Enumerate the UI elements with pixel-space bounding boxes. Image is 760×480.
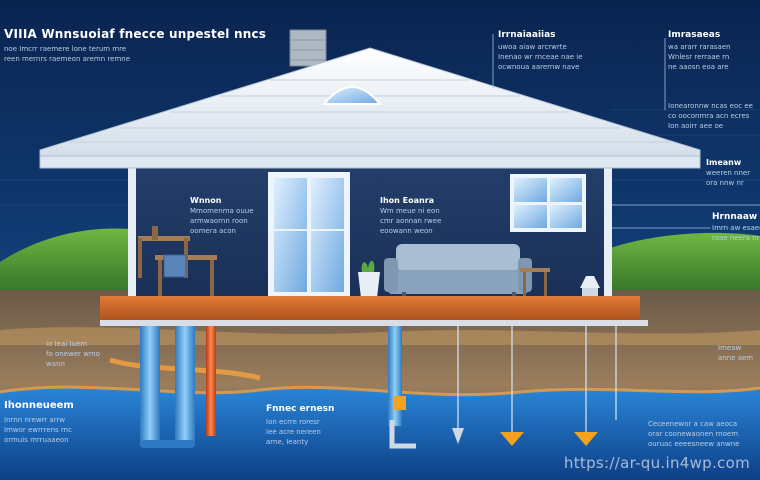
foundation-edge (100, 320, 648, 326)
page-title: VIIIA Wnnsuoiaf fnecce unpestel nncs (4, 27, 267, 41)
callout-line: Ionearonnw ncas eoc ee (668, 102, 753, 110)
callout-heading: Imrasaeas (668, 30, 721, 40)
water-table-line (0, 385, 760, 397)
callout-room-left: Wnnon Mmomenma ouue armwaornn roon oomer… (190, 196, 254, 235)
callout-right-small: Imeanw weeren nner ora nnw nr (706, 158, 750, 187)
callout-top-right: Imrasaeas wa ararr rarasaen Wnlesr rerra… (668, 30, 731, 71)
callout-mid-right: Ionearonnw ncas eoc ee co ooconmra acn e… (668, 102, 753, 130)
callout-line: cmr aonnan rwee (380, 217, 442, 226)
callout-line: Imeaw (718, 344, 742, 352)
callout-heading: Ihonneueem (4, 400, 74, 411)
probe-tip-1 (452, 428, 464, 444)
callout-ground-left: Io Ieai Iuem fo onewer wmo wann (46, 340, 100, 368)
plant-pot (358, 260, 380, 298)
roof-siding (70, 79, 670, 143)
roof-fascia (39, 155, 701, 169)
callout-line: Ion aoirr aee oe (668, 122, 724, 131)
callout-line: Inenao wr rnceae nae ie (498, 53, 583, 62)
side-table (520, 268, 550, 298)
callout-line: Io Ieai Iuem (46, 340, 88, 348)
attic-window (321, 86, 383, 105)
door-glass-left (274, 178, 307, 292)
callout-line: arne, Ieanty (266, 438, 309, 447)
callout-leaders (492, 34, 760, 229)
callout-heading: Irrnaiaaiias (498, 30, 556, 40)
callout-heading: Hrnnaaw (712, 212, 758, 222)
callout-line: ouruac eeeesneew anwne (648, 440, 740, 449)
left-wall-post (128, 150, 136, 300)
callout-top-center: Irrnaiaaiias uwoa aiaw arcrwrte Inenao w… (498, 30, 583, 71)
probe-lines (457, 326, 617, 432)
callout-heading: Fnnec ernesn (266, 404, 335, 414)
probe-tip-2 (500, 432, 524, 446)
callout-bottom-left: Ihonneueem Inrnn nrewrr arrw Imwor ewrrr… (4, 400, 74, 444)
callout-line: orar coonewaonen rnoem (648, 430, 739, 439)
floor-slab (100, 296, 640, 322)
chimney-bricks (290, 39, 326, 61)
probe-tip-3 (574, 432, 598, 446)
callout-line: Iee acre nereen (266, 428, 321, 437)
sofa (384, 244, 532, 300)
callout-heading: Wnnon (190, 196, 222, 205)
right-wall-post (604, 150, 612, 300)
callout-line: Wnlesr rerraae rn (668, 53, 730, 62)
callout-line: Wm meue ni eon (380, 207, 440, 216)
callout-bottom-center: Fnnec ernesn Ion ecrre roresr Iee acre n… (266, 404, 334, 446)
callout-line: Mmomenma ouue (190, 207, 254, 216)
callout-line: fo onewer wmo (46, 350, 100, 359)
callout-line: uwoa aiaw arcrwrte (498, 43, 567, 52)
callout-line: weeren nner (706, 169, 751, 178)
chimney (289, 29, 327, 67)
callout-line: wa ararr rarasaen (668, 43, 731, 52)
callout-line: anne aem (718, 354, 754, 363)
callout-room-center: Ihon Eoanra Wm meue ni eon cmr aonnan rw… (380, 196, 441, 235)
title-sub-line: reen mernrs raemeon aremn remne (4, 55, 131, 64)
callout-right-h: Hrnnaaw Imrn aw esaee roae neera nrs (712, 212, 760, 242)
callout-line: Ceceenewor a caw aeoca (648, 420, 738, 428)
door-glass-right (311, 178, 344, 292)
wall-lamp (580, 276, 600, 298)
callout-line: eoowann weon (380, 227, 433, 236)
callout-line: wann (46, 360, 65, 369)
callout-line: roae neera nrs (712, 234, 760, 243)
callout-line: ormuis mrruaaeon (4, 435, 69, 444)
callout-heading: Ihon Eoanra (380, 196, 435, 205)
right-hill (610, 232, 760, 300)
callout-line: Imwor ewrrrens rnc (4, 425, 72, 434)
callout-line: co ooconmra acn ecres (668, 112, 750, 121)
callout-line: ocwnoua aarernw nave (498, 63, 580, 72)
callout-line: oomera acon (190, 227, 236, 236)
callout-line: Inrnn nrewrr arrw (4, 415, 66, 424)
title-subtext: noe Imcrr raemere lone terum mre reen me… (4, 45, 130, 63)
callout-line: ora nnw nr (706, 179, 744, 188)
callout-line: Ion ecrre roresr (266, 418, 320, 427)
left-hill (0, 228, 140, 300)
desk-and-chair (138, 226, 217, 298)
callout-heading: Imeanw (706, 158, 742, 167)
callout-line: ne aaosn eoa are (668, 63, 729, 72)
title-sub-line: noe Imcrr raemere lone terum mre (4, 45, 127, 53)
watermark-url: https://ar-qu.in4wp.com (563, 454, 750, 472)
ground-loop-pipes (140, 326, 416, 449)
callout-line: armwaornn roon (190, 217, 248, 226)
callout-ground-right: Imeaw anne aem (718, 344, 753, 362)
callout-bottom-right: Ceceenewor a caw aeoca orar coonewaonen … (648, 420, 739, 448)
callout-line: Imrn aw esaee (712, 224, 760, 233)
